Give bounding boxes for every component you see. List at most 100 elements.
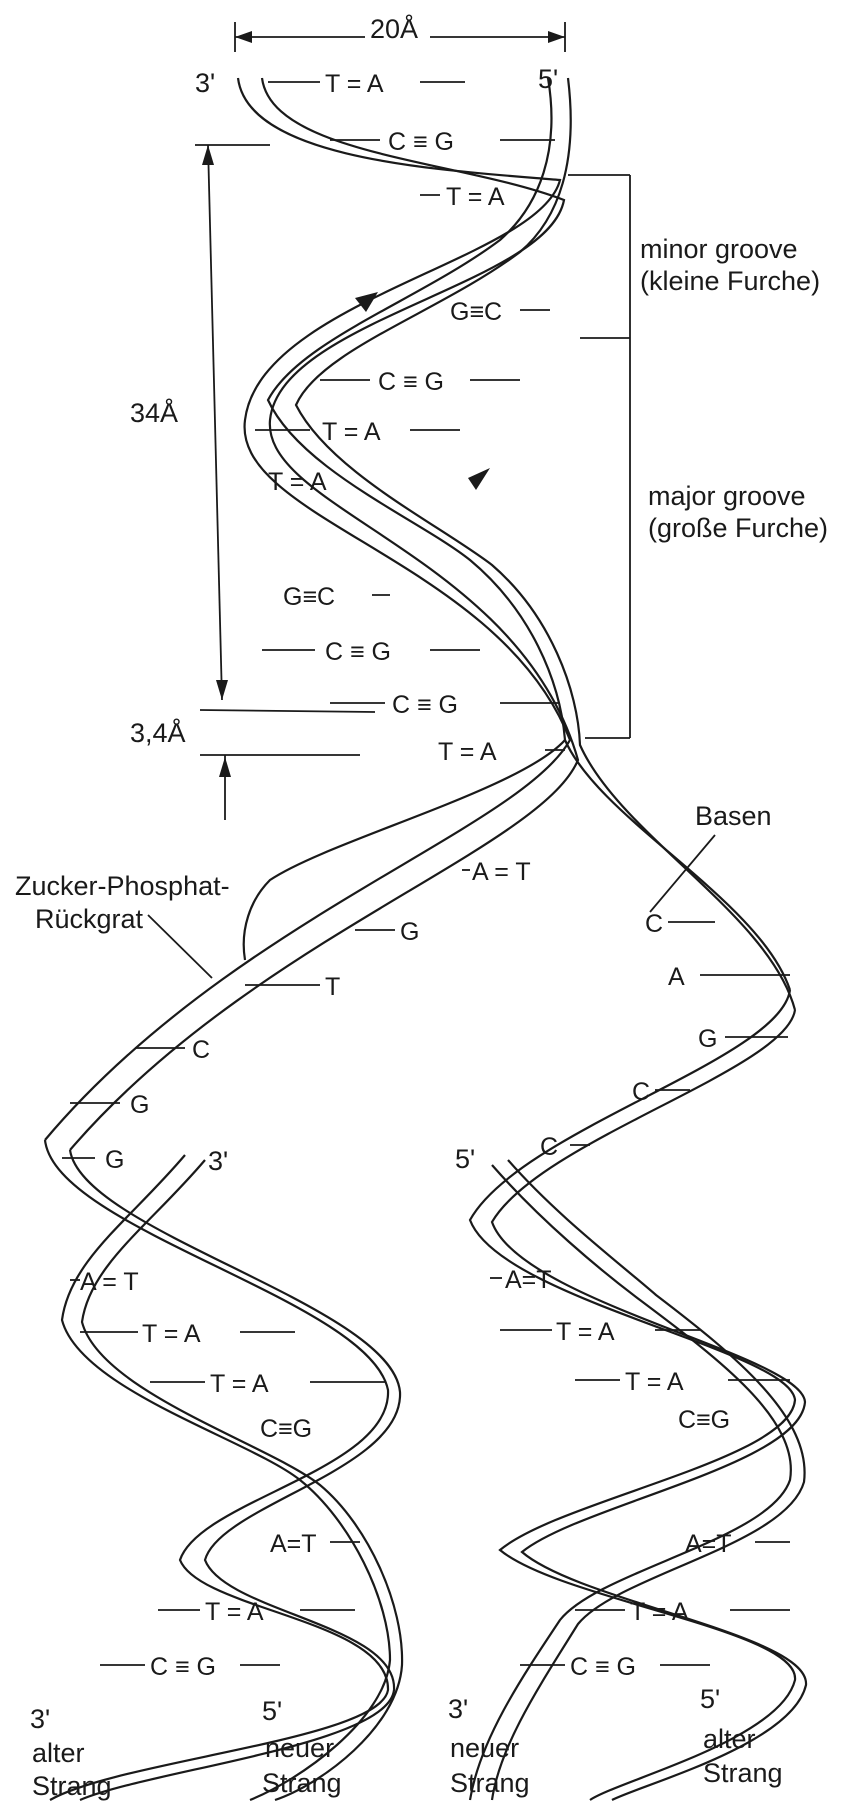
backbone-label-line1: Zucker-Phosphat- (15, 871, 230, 901)
strand4-end: 5' (700, 1684, 720, 1714)
pitch-axis (207, 144, 223, 701)
left-single-base: G (130, 1091, 149, 1119)
right-single-base: C (645, 910, 663, 938)
left-single-base: C (192, 1036, 210, 1064)
backbone-label-line2: Rückgrat (35, 904, 144, 934)
right-daughter-pair: T = A (556, 1318, 615, 1346)
left-daughter-pair: C≡G (260, 1415, 312, 1443)
major-groove-label: major groove (648, 481, 806, 511)
right-daughter-pair: A=T (685, 1530, 732, 1558)
right-daughter-pairs: A=T T = A T = A C≡G A=T T = A C ≡ G (490, 1266, 790, 1681)
right-old-strand-inner (490, 1009, 808, 1801)
right-daughter-pair: T = A (630, 1598, 689, 1626)
parent-pair-10: C ≡ G (392, 691, 458, 719)
parent-pair-3: T = A (446, 183, 505, 211)
right-daughter-pair: C≡G (678, 1406, 730, 1434)
strand4-word: Strang (703, 1758, 783, 1788)
strand4-name: alter (703, 1724, 756, 1754)
right-daughter-pair: A=T (505, 1266, 552, 1294)
left-daughter-pair: C ≡ G (150, 1653, 216, 1681)
strand1-name: alter (32, 1738, 85, 1768)
parent-strand-a-inner (69, 77, 580, 1151)
left-daughter-pair: T = A (205, 1598, 264, 1626)
strand2-name: neuer (265, 1733, 334, 1763)
parent-pair-4: G≡C (450, 298, 502, 326)
fork-pair: A = T (472, 858, 531, 886)
right-new-strand-outer (468, 1164, 792, 1801)
parent-pair-7: T = A (268, 468, 327, 496)
direction-arrow-down-icon (468, 468, 490, 490)
right-daughter-pair: T = A (625, 1368, 684, 1396)
rise-label: 3,4Å (130, 717, 186, 748)
parent-base-pairs: T = A C ≡ G T = A G≡C C ≡ G T = A T = A … (268, 70, 505, 766)
left-old-strand-outer (43, 1139, 390, 1801)
right-single-base: C (540, 1133, 558, 1161)
parent-pair-8: G≡C (283, 583, 335, 611)
strand3-word: Strang (450, 1768, 530, 1798)
right-single-base: A (668, 963, 685, 991)
left-single-base: G (105, 1146, 124, 1174)
strand2-word: Strang (262, 1768, 342, 1798)
minor-groove-label: minor groove (640, 234, 798, 264)
rise-arrow-up (219, 757, 231, 777)
parent-pair-6: T = A (322, 418, 381, 446)
left-daughter-pair: T = A (210, 1370, 269, 1398)
pitch-dimension: 34Å (130, 144, 270, 701)
right-single-base: C (632, 1078, 650, 1106)
right-daughter-top-end: 5' (455, 1144, 475, 1174)
pitch-arrow-bottom (216, 680, 228, 700)
major-groove-german: (große Furche) (648, 513, 828, 543)
top-left-end-label: 3' (195, 68, 215, 98)
right-old-strand-outer (468, 989, 797, 1801)
parent-strand-b-lower-outer (242, 739, 566, 961)
right-single-base: G (698, 1025, 717, 1053)
left-new-strand-inner (80, 1159, 404, 1802)
left-daughter-pair: T = A (142, 1320, 201, 1348)
width-label: 20Å (370, 13, 418, 44)
rise-dimension: 3,4Å (130, 709, 376, 820)
bottom-strand-labels: 3' alter Strang 5' neuer Strang 3' neuer… (30, 1684, 783, 1801)
parent-strand-a-outer (44, 77, 572, 1141)
groove-bracket (568, 174, 631, 739)
left-daughter-pairs: A = T T = A T = A C≡G A=T T = A C ≡ G (70, 1268, 385, 1681)
direction-arrow-up-icon (355, 292, 378, 312)
strand2-end: 5' (262, 1696, 282, 1726)
parent-pair-11: T = A (438, 738, 497, 766)
width-dimension: 20Å (234, 13, 566, 52)
parent-strand-b-inner (294, 77, 797, 1011)
pitch-label: 34Å (130, 397, 178, 428)
right-daughter-pair: C ≡ G (570, 1653, 636, 1681)
strand1-word: Strang (32, 1771, 112, 1801)
right-daughter-helix (468, 989, 808, 1801)
top-right-end-label: 5' (538, 64, 558, 94)
left-daughter-pair: A=T (270, 1530, 317, 1558)
strand3-name: neuer (450, 1733, 519, 1763)
left-daughter-pair: A = T (80, 1268, 139, 1296)
strand1-end: 3' (30, 1704, 50, 1734)
parent-rungs (255, 81, 565, 751)
left-single-base: T (325, 973, 340, 1001)
backbone-leader-line (147, 914, 213, 979)
width-arrow-left (235, 31, 252, 43)
left-old-strand-inner (68, 1149, 402, 1802)
left-single-base: G (400, 918, 419, 946)
parent-pair-2: C ≡ G (388, 128, 454, 156)
groove-labels: minor groove (kleine Furche) major groov… (640, 234, 828, 543)
strand3-end: 3' (448, 1694, 468, 1724)
minor-groove-german: (kleine Furche) (640, 266, 820, 296)
parent-helix (44, 77, 797, 1151)
bases-leader-line (649, 834, 716, 913)
left-new-strand-outer (60, 1154, 392, 1802)
bases-label: Basen (695, 801, 772, 831)
parent-strand-b-outer (266, 77, 792, 991)
right-new-strand-inner (490, 1159, 806, 1801)
parent-pair-5: C ≡ G (378, 368, 444, 396)
parent-pair-1: T = A (325, 70, 384, 98)
parent-pair-9: C ≡ G (325, 638, 391, 666)
rise-top-line (199, 709, 376, 713)
pitch-arrow-top (202, 145, 214, 165)
left-daughter-helix (43, 1139, 404, 1802)
fork-bases: A = T G T C G G C A G C C (62, 858, 790, 1174)
